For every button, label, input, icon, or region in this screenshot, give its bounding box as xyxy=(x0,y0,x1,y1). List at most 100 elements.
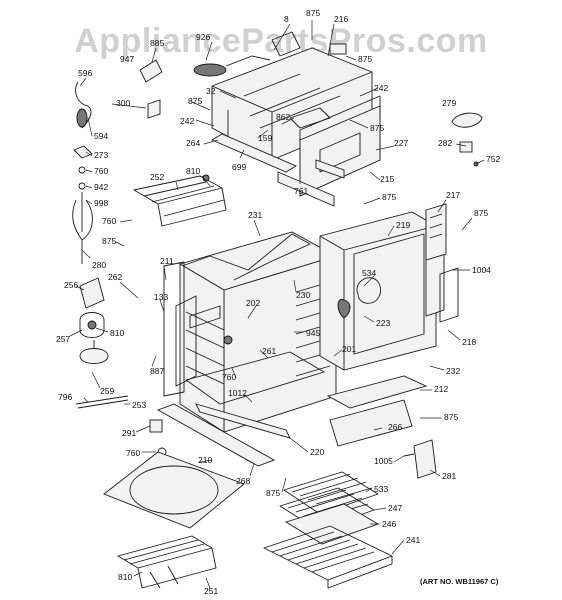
right-top-parts xyxy=(425,112,483,261)
bake-element-top xyxy=(133,174,227,227)
callout-264: 264 xyxy=(186,138,200,148)
watermark-text: AppliancePartsPros.com xyxy=(74,22,487,60)
callout-926: 926 xyxy=(196,32,210,42)
callout-796: 796 xyxy=(58,392,72,402)
bottom-drawer-panel xyxy=(103,451,245,529)
callout-273: 273 xyxy=(94,150,108,160)
callout-211: 211 xyxy=(160,256,174,266)
callout-223: 223 xyxy=(376,318,390,328)
callout-268: 268 xyxy=(236,476,250,486)
callout-227: 227 xyxy=(394,138,408,148)
callout-875: 875 xyxy=(358,54,372,64)
callout-760: 760 xyxy=(222,372,236,382)
callout-887: 887 xyxy=(150,366,164,376)
callout-261: 261 xyxy=(262,346,276,356)
callout-1004: 1004 xyxy=(472,265,491,275)
bottom-panels xyxy=(326,375,428,447)
callout-875: 875 xyxy=(266,488,280,498)
leader-lines xyxy=(69,20,485,589)
callout-253: 253 xyxy=(132,400,146,410)
vent-duct-top xyxy=(193,31,347,77)
callout-945: 945 xyxy=(306,328,320,338)
callout-241: 241 xyxy=(406,535,420,545)
callout-875: 875 xyxy=(306,8,320,18)
callout-230: 230 xyxy=(296,290,310,300)
callout-942: 942 xyxy=(94,182,108,192)
broiler-pan xyxy=(263,525,393,589)
callout-282: 282 xyxy=(438,138,452,148)
callout-810: 810 xyxy=(110,328,124,338)
callout-1005: 1005 xyxy=(374,456,393,466)
callout-875: 875 xyxy=(370,123,384,133)
callout-810: 810 xyxy=(118,572,132,582)
lower-left-small-parts xyxy=(75,395,167,457)
callout-232: 232 xyxy=(446,366,460,376)
callout-219: 219 xyxy=(396,220,410,230)
callout-215: 215 xyxy=(380,174,394,184)
callout-159: 159 xyxy=(258,133,272,143)
callout-761: 761 xyxy=(294,186,308,196)
callout-875: 875 xyxy=(474,208,488,218)
callout-875: 875 xyxy=(444,412,458,422)
callout-594: 594 xyxy=(94,131,108,141)
callout-875: 875 xyxy=(102,236,116,246)
callout-875: 875 xyxy=(188,96,202,106)
vent-strip-parts xyxy=(211,133,345,207)
callout-256: 256 xyxy=(64,280,78,290)
callout-998: 998 xyxy=(94,198,108,208)
callout-216: 216 xyxy=(334,14,348,24)
callout-210: 210 xyxy=(198,455,212,465)
callout-217: 217 xyxy=(446,190,460,200)
left-small-parts xyxy=(72,59,163,264)
callout-251: 251 xyxy=(204,586,218,596)
callout-862: 862 xyxy=(276,112,290,122)
callout-242: 242 xyxy=(374,83,388,93)
callout-266: 266 xyxy=(388,422,402,432)
callout-133: 133 xyxy=(154,292,168,302)
callout-231: 231 xyxy=(248,210,262,220)
callout-947: 947 xyxy=(120,54,134,64)
callout-810: 810 xyxy=(186,166,200,176)
callout-300: 300 xyxy=(116,98,130,108)
light-socket-assembly xyxy=(79,277,109,364)
callout-labels: 875 8 216 926 885 947 875 596 32 242 300… xyxy=(56,8,500,596)
callout-281: 281 xyxy=(442,471,456,481)
callout-259: 259 xyxy=(100,386,114,396)
callout-699: 699 xyxy=(232,162,246,172)
callout-279: 279 xyxy=(442,98,456,108)
callout-534: 534 xyxy=(362,268,376,278)
art-number: (ART NO. WB11967 C) xyxy=(420,577,499,586)
broil-element-bottom xyxy=(117,535,217,589)
oven-cavity-assembly xyxy=(163,231,338,433)
callout-201: 201 xyxy=(342,344,356,354)
callout-247: 247 xyxy=(388,503,402,513)
callout-280: 280 xyxy=(92,260,106,270)
callout-218: 218 xyxy=(462,337,476,347)
callout-596: 596 xyxy=(78,68,92,78)
callout-242: 242 xyxy=(180,116,194,126)
callout-212: 212 xyxy=(434,384,448,394)
callout-262: 262 xyxy=(108,272,122,282)
callout-752: 752 xyxy=(486,154,500,164)
callout-760: 760 xyxy=(126,448,140,458)
vent-housing-assembly xyxy=(211,47,381,197)
callout-760: 760 xyxy=(94,166,108,176)
oven-door-frame xyxy=(319,211,437,371)
callout-252: 252 xyxy=(150,172,164,182)
callout-32: 32 xyxy=(206,86,216,96)
oven-racks xyxy=(279,471,380,545)
callout-220: 220 xyxy=(310,447,324,457)
callout-202: 202 xyxy=(246,298,260,308)
callout-875: 875 xyxy=(382,192,396,202)
trim-strips xyxy=(156,403,291,467)
callout-1012: 1012 xyxy=(228,388,247,398)
callout-885: 885 xyxy=(150,38,164,48)
callout-533: 533 xyxy=(374,484,388,494)
door-hinge-parts xyxy=(403,439,437,479)
callout-8: 8 xyxy=(284,14,289,24)
callout-246: 246 xyxy=(382,519,396,529)
callout-257: 257 xyxy=(56,334,70,344)
callout-291: 291 xyxy=(122,428,136,438)
callout-760: 760 xyxy=(102,216,116,226)
